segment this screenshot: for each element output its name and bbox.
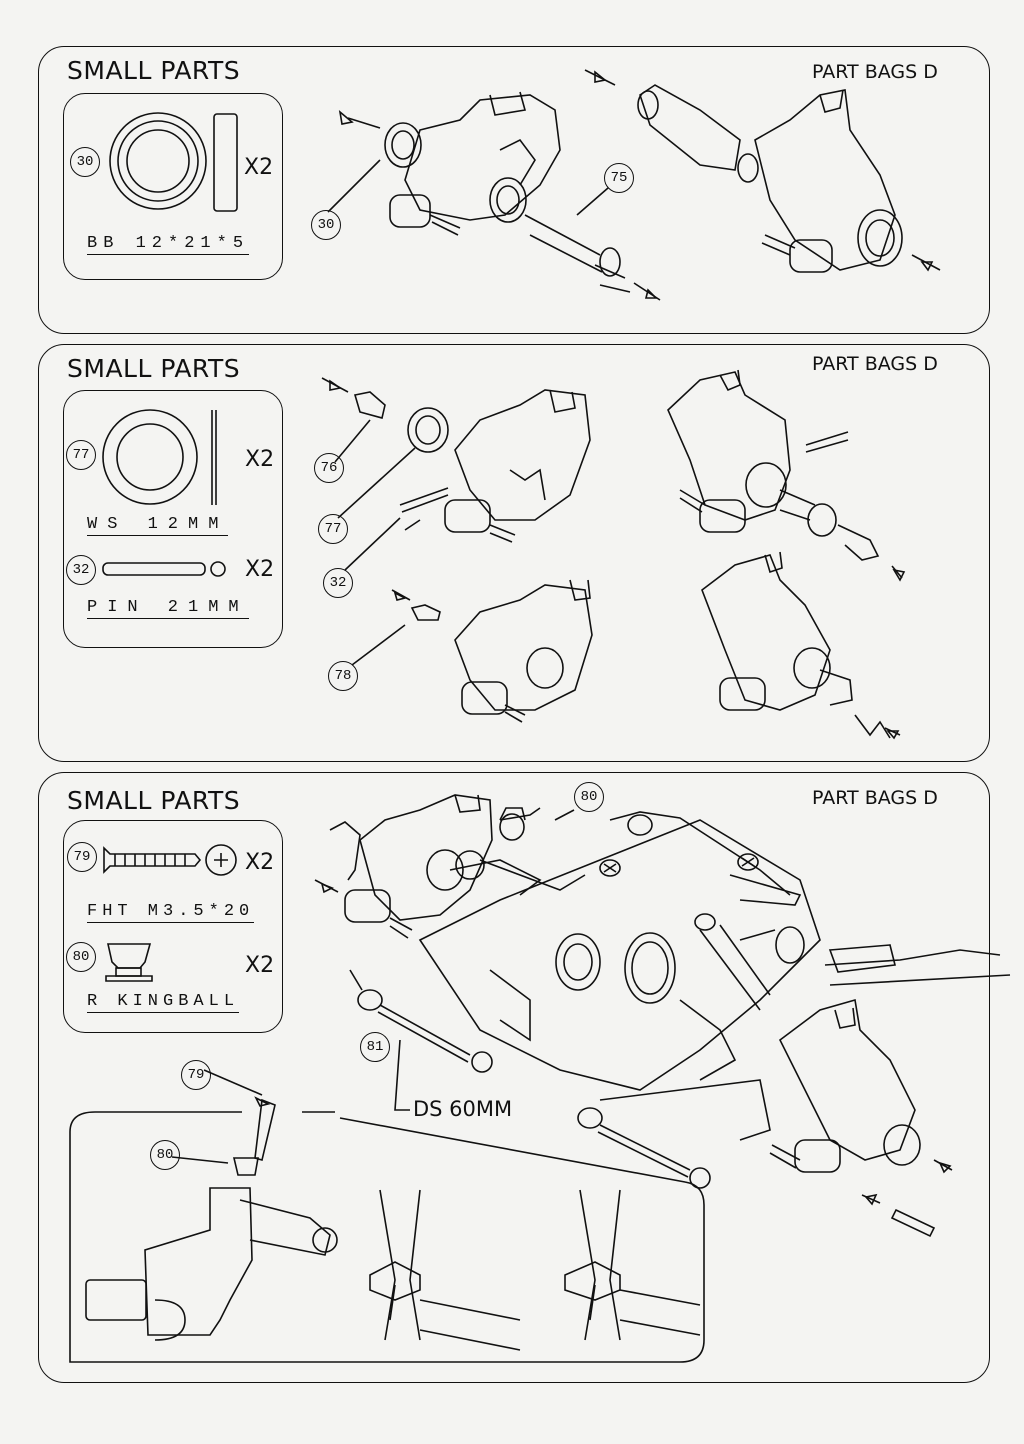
drive-shaft-note: DS 60MM [413, 1097, 513, 1121]
phillips-head-icon [205, 844, 237, 876]
callout-80-top: 80 [574, 782, 604, 812]
pin-icon [102, 561, 226, 577]
small-parts-title-1: SMALL PARTS [67, 56, 241, 85]
small-parts-title-3: SMALL PARTS [67, 786, 241, 815]
knuckle-left-drawing-1 [327, 91, 561, 236]
callout-75: 75 [604, 163, 634, 193]
part-label-pin: PIN 21MM [87, 598, 249, 619]
callout-77: 77 [318, 514, 348, 544]
callout-30: 30 [311, 210, 341, 240]
small-parts-box-3 [63, 820, 283, 1033]
knuckle-right-drawing-1 [584, 69, 941, 273]
part-qty-77: X2 [245, 447, 275, 472]
screw-icon [103, 844, 237, 876]
part-id-30: 30 [70, 147, 100, 177]
knuckle-drawing-2a [321, 377, 591, 571]
kingball-icon [105, 943, 153, 982]
callout-78: 78 [328, 661, 358, 691]
knuckle-drawing-2d [701, 551, 901, 740]
part-id-79: 79 [67, 842, 97, 872]
small-parts-title-2: SMALL PARTS [67, 354, 241, 383]
part-id-32: 32 [66, 555, 96, 585]
part-bags-label-1: PART BAGS D [812, 61, 938, 83]
chassis-assembly-drawing [314, 794, 1011, 1238]
part-qty-30: X2 [244, 155, 274, 180]
part-label-bb: BB 12*21*5 [87, 234, 250, 255]
knuckle-drawing-2b [667, 369, 906, 582]
step-panel-1 [38, 46, 990, 334]
part-qty-32: X2 [245, 557, 275, 582]
washer-icon [102, 409, 217, 505]
step-panel-2 [38, 344, 990, 762]
part-label-kingball: R KINGBALL [87, 992, 240, 1013]
small-parts-box-1 [63, 93, 283, 280]
part-qty-79: X2 [245, 850, 275, 875]
part-id-77: 77 [66, 440, 96, 470]
callout-80-detail: 80 [150, 1140, 180, 1170]
part-label-fht: FHT M3.5*20 [87, 902, 255, 923]
axle-75-drawing [524, 187, 661, 301]
part-id-80: 80 [66, 942, 96, 972]
part-label-ws: WS 12MM [87, 515, 229, 536]
detail-box-drawing [69, 1069, 705, 1363]
callout-79: 79 [181, 1060, 211, 1090]
step-panel-3 [38, 772, 990, 1383]
part-bags-label-2: PART BAGS D [812, 353, 938, 375]
drive-shaft-drawing [349, 969, 711, 1189]
part-bags-label-3: PART BAGS D [812, 787, 938, 809]
callout-81: 81 [360, 1032, 390, 1062]
part-qty-80: X2 [245, 953, 275, 978]
knuckle-drawing-2c [351, 579, 593, 723]
callout-32: 32 [323, 568, 353, 598]
bearing-icon [109, 112, 238, 212]
small-parts-box-2 [63, 390, 283, 648]
